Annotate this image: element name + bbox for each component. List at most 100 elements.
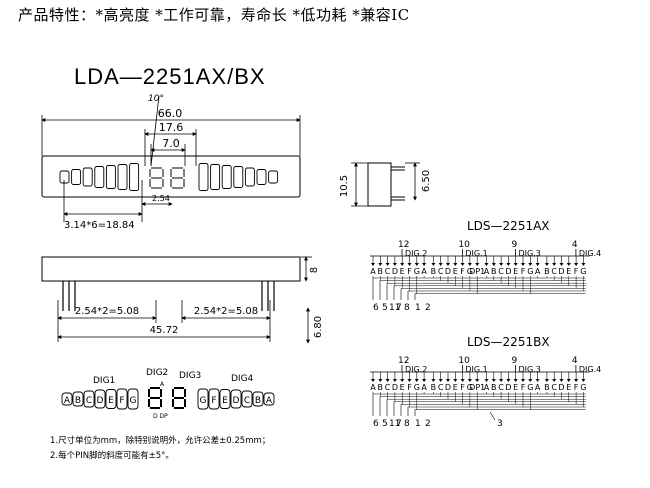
right-bar-group <box>198 163 279 191</box>
segment-pin-number: 6 <box>373 303 379 313</box>
display-bar <box>59 170 70 184</box>
segment-letter: E <box>566 267 571 276</box>
segment-letter: D <box>445 267 451 276</box>
segment-letter: E <box>400 383 405 392</box>
segment-letter: A <box>370 267 376 276</box>
segment-letter: F <box>460 383 465 392</box>
segment-letter: B <box>544 267 550 276</box>
segment-letter: C <box>498 383 504 392</box>
com-pin-number: 10 <box>458 356 470 366</box>
com-pin-number: 4 <box>572 356 578 366</box>
display-bar <box>94 166 105 188</box>
segment-letter: C <box>385 267 391 276</box>
dim-total-width: 66.0 <box>158 107 183 120</box>
model-title: LDA—2251AX/BX <box>74 64 266 89</box>
com-pin-number: 9 <box>512 240 518 250</box>
digit-com-label: DIG.2 <box>405 249 427 258</box>
map-bar <box>197 388 209 410</box>
map-bar-letter: D <box>97 396 104 406</box>
dim-pin-row-width: 45.72 <box>150 325 179 336</box>
segment-pin-number: 1 <box>415 303 421 313</box>
segment-letter: E <box>453 267 458 276</box>
segment-letter: A <box>484 383 490 392</box>
dim-digit-width: 7.0 <box>162 137 180 150</box>
dim-middle-width: 17.6 <box>159 121 184 134</box>
segment-letter: G <box>467 267 473 276</box>
bottom-view <box>41 256 312 344</box>
segment-letter: F <box>574 383 579 392</box>
digit-com-label: DIG.4 <box>579 249 601 258</box>
dp-pin-number: 3 <box>497 419 503 429</box>
segment-letter: A <box>535 267 541 276</box>
segment-letter: B <box>378 383 384 392</box>
com-pin-number: 4 <box>572 240 578 250</box>
side-view <box>351 162 420 207</box>
com-pin-number: 9 <box>512 356 518 366</box>
display-bar <box>268 170 279 184</box>
segment-letter: F <box>407 267 412 276</box>
map-bar <box>116 388 128 410</box>
schematic-title: LDS—2251BX <box>467 335 550 349</box>
schematic-title: LDS—2251AX <box>467 219 550 233</box>
dig2-label: DIG2 <box>146 368 168 378</box>
segment-letter: F <box>574 267 579 276</box>
digit-com-label: DIG.3 <box>519 365 541 374</box>
segment-letter: D <box>505 267 511 276</box>
segment-letter: B <box>544 383 550 392</box>
segment-letter: F <box>407 383 412 392</box>
map-bar <box>219 389 231 409</box>
segment-letter: G <box>580 383 586 392</box>
map-bar <box>94 389 106 409</box>
features-line: 产品特性：*高亮度 *工作可靠，寿命长 *低功耗 *兼容IC <box>18 6 410 24</box>
segment-letter: B <box>378 267 384 276</box>
map-bar-letter: B <box>75 396 81 406</box>
digit-top-label: A <box>160 381 165 388</box>
map-bar-letter: C <box>244 396 250 406</box>
segment-letter: D <box>558 267 564 276</box>
segment-pin-number: 8 <box>404 419 410 429</box>
segment-letter: DP1 <box>469 383 485 392</box>
segment-letter: E <box>566 383 571 392</box>
com-pin-number: 10 <box>458 240 470 250</box>
center-digits <box>149 167 185 189</box>
map-bar <box>72 391 84 407</box>
segment-letter: G <box>414 267 420 276</box>
map-bar-letter: G <box>130 396 137 406</box>
segment-letter: A <box>421 267 427 276</box>
segment-pin-number: 11 <box>389 303 400 313</box>
segment-pin-number: 11 <box>389 419 400 429</box>
digit-com-label: DIG.3 <box>519 249 541 258</box>
map-bar-letter: A <box>64 396 71 406</box>
dim-bar-pitch: 3.14*6=18.84 <box>64 220 135 231</box>
segment-letter: B <box>431 267 437 276</box>
segment-letter: G <box>580 267 586 276</box>
segment-pin-number: 5 <box>382 303 388 313</box>
segment-letter: G <box>414 383 420 392</box>
note-2: 2.每个PIN脚的斜度可能有±5°。 <box>50 451 174 461</box>
digit-bottom-labels: D DP <box>153 413 168 420</box>
segment-pin-number: 6 <box>373 419 379 429</box>
digit-com-label: DIG.2 <box>405 365 427 374</box>
map-bar <box>230 389 242 409</box>
map-bar-letter: F <box>119 396 124 406</box>
display-bar <box>198 163 209 191</box>
map-bar <box>252 391 264 407</box>
map-bar-letter: C <box>86 396 92 406</box>
segment-letter: C <box>551 267 557 276</box>
display-bar <box>210 164 221 190</box>
map-bar <box>105 389 117 409</box>
front-view: 10° 66.0 17.6 7.0 2.54 3.14*6=18.84 <box>41 94 301 231</box>
segment-letter: C <box>438 383 444 392</box>
digit-com-label: DIG.1 <box>465 249 487 258</box>
segment-letter: D <box>558 383 564 392</box>
map-bar-letter: D <box>233 396 240 406</box>
segment-letter: A <box>370 383 376 392</box>
dim-pin-length: 6.80 <box>313 316 324 338</box>
segment-letter: C <box>385 383 391 392</box>
map-bar <box>263 392 275 406</box>
segment-letter: DP1 <box>469 267 485 276</box>
segment-letter: E <box>400 267 405 276</box>
segment-letter: A <box>535 383 541 392</box>
map-bar <box>208 388 220 410</box>
